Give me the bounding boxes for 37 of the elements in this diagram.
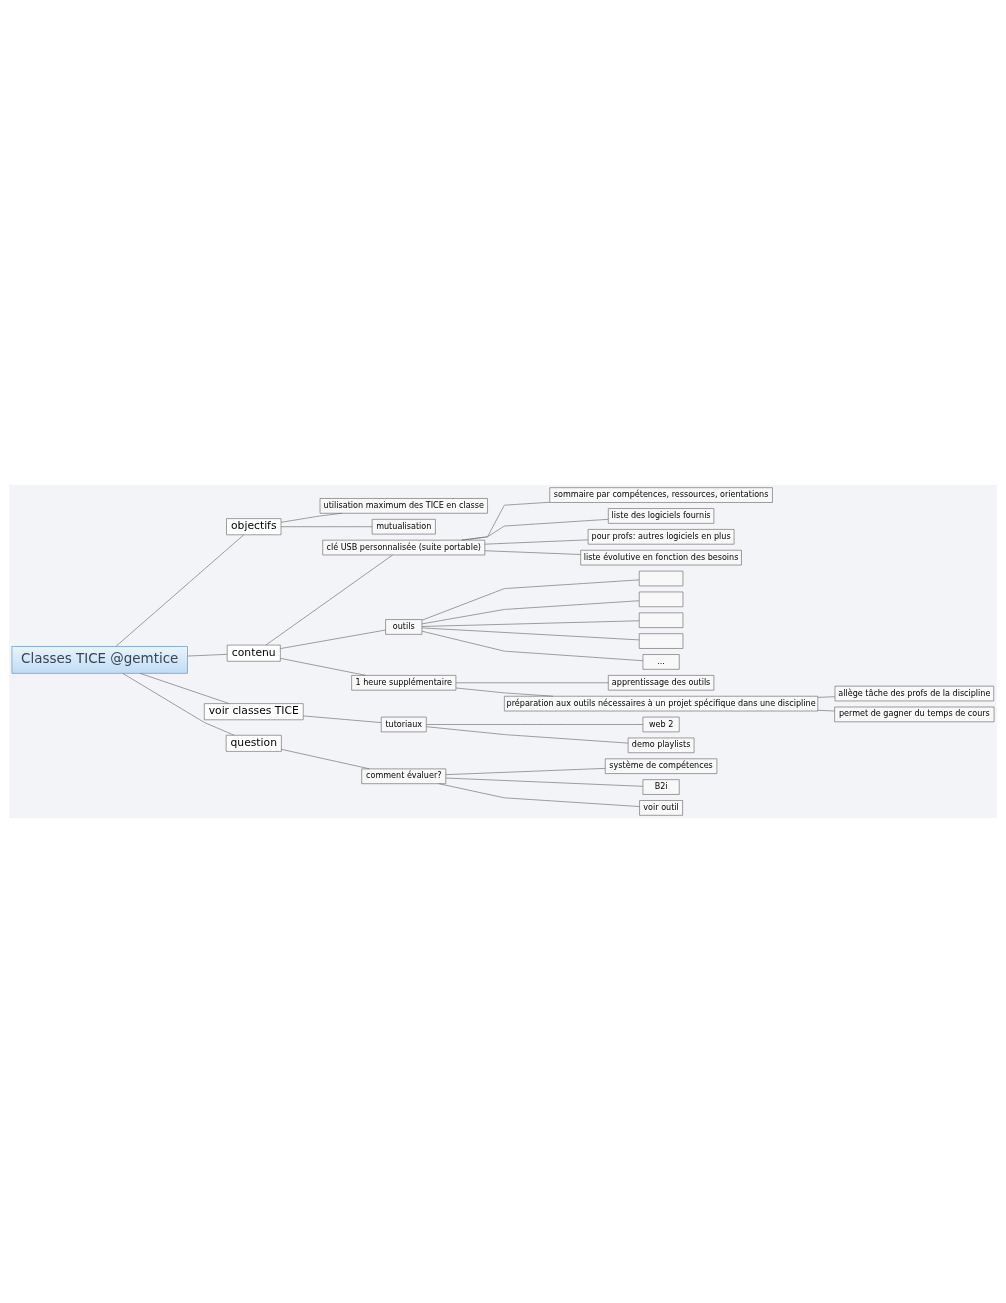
connector	[484, 550, 581, 555]
connector	[280, 526, 373, 528]
connector	[426, 726, 629, 744]
connector	[265, 554, 393, 646]
connector	[817, 709, 835, 712]
connector	[455, 687, 554, 697]
connector	[302, 715, 382, 723]
node-box	[638, 612, 684, 628]
connector	[421, 627, 640, 641]
connector	[445, 768, 606, 775]
connector	[281, 748, 370, 770]
node-box: question	[225, 734, 282, 752]
node-box	[638, 633, 684, 649]
connector	[461, 519, 609, 541]
node-box: Classes TICE @gemtice	[11, 646, 188, 674]
connector	[280, 629, 386, 649]
connector	[445, 777, 644, 787]
connector	[455, 682, 609, 684]
connector	[438, 783, 640, 807]
node-box	[638, 591, 684, 608]
connector	[421, 620, 640, 627]
connector	[139, 673, 230, 704]
node-box	[638, 570, 684, 587]
connector	[115, 534, 245, 647]
connector	[426, 724, 644, 725]
connector	[421, 579, 640, 621]
node-box: contenu	[226, 644, 281, 662]
connector	[280, 658, 367, 676]
connector	[421, 600, 640, 625]
node-box: voir classes TICE	[203, 703, 304, 721]
connector	[421, 630, 644, 662]
connector	[187, 654, 228, 657]
connector	[484, 539, 589, 545]
connector	[280, 512, 343, 523]
connector	[122, 673, 235, 736]
node-box: objectifs	[226, 518, 282, 536]
connector	[817, 696, 836, 698]
